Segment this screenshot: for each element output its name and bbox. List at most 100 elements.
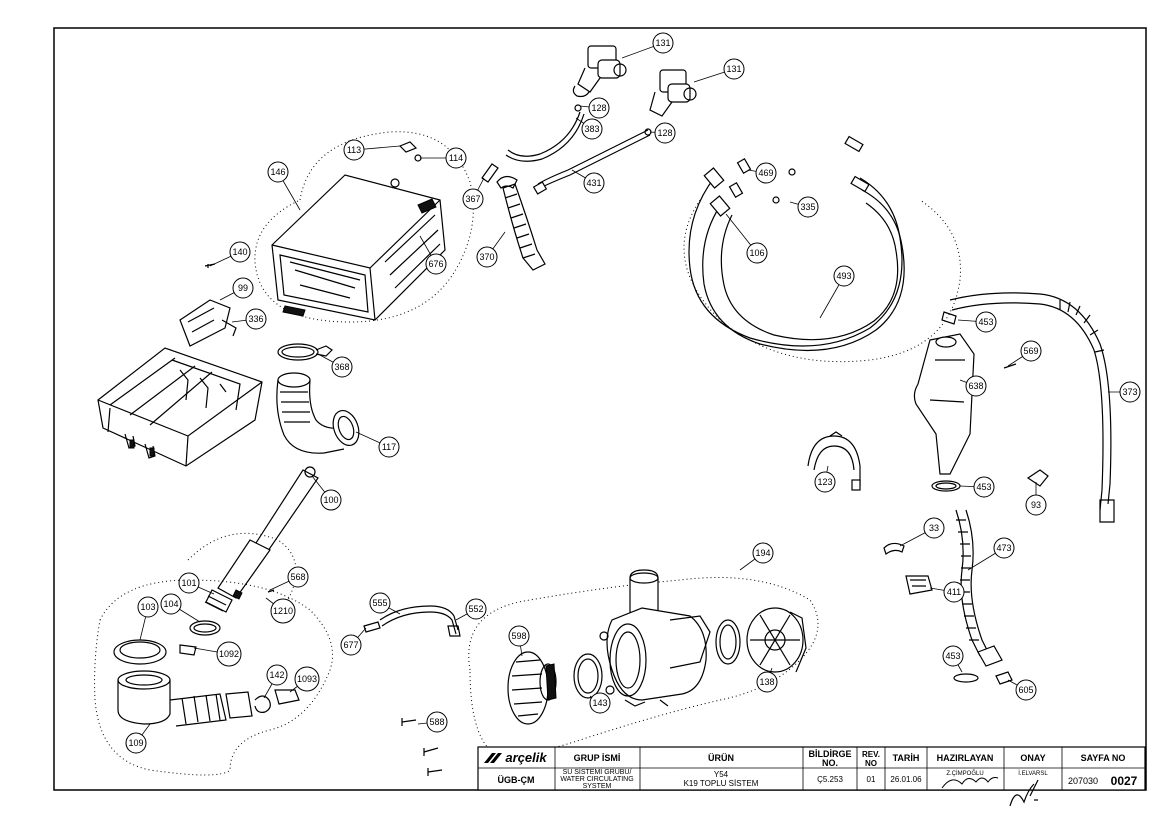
callout-circle [814, 471, 836, 493]
callout-411: 411 [943, 581, 965, 603]
callout-605: 605 [1015, 679, 1037, 701]
pump-194 [599, 569, 711, 707]
callout-label: 138 [759, 677, 774, 687]
callout-383: 383 [581, 118, 603, 140]
callout-label: 605 [1018, 685, 1033, 695]
sump-109 [117, 670, 253, 727]
callout-label: 131 [726, 64, 741, 74]
date-header: TARİH [893, 753, 920, 763]
callout-circle [266, 664, 288, 686]
callout-circle [581, 118, 603, 140]
callout-circle [583, 172, 605, 194]
callout-circle [508, 625, 530, 647]
impeller-138 [746, 607, 807, 673]
callout-circle [833, 265, 855, 287]
callout-circle [797, 196, 819, 218]
callout-label: 431 [586, 178, 601, 188]
callout-circle [270, 598, 296, 624]
product-value-line2: K19 TOPLU SİSTEM [684, 779, 759, 788]
callout-circle [1020, 340, 1042, 362]
callout-circle [426, 711, 448, 733]
callout-label: 93 [1031, 500, 1041, 510]
callout-label: 109 [128, 738, 143, 748]
callout-335: 335 [797, 196, 819, 218]
callout-label: 373 [1122, 387, 1137, 397]
callout-label: 114 [449, 153, 463, 163]
callout-circle [232, 277, 254, 299]
callout-circle [752, 542, 774, 564]
callout-104: 104 [160, 593, 182, 615]
water-valve-left [572, 45, 627, 98]
drain-hose-373 [949, 292, 1115, 523]
callout-114: 114 [445, 147, 467, 169]
callout-circle [331, 356, 353, 378]
date-value: 26.01.06 [890, 775, 922, 784]
callout-117: 117 [378, 436, 400, 458]
callout-143: 143 [589, 692, 611, 714]
callout-140: 140 [229, 241, 251, 263]
prepared-signature [941, 777, 999, 789]
callout-123: 123 [814, 471, 836, 493]
notice-header-line2: NO. [822, 758, 838, 768]
callout-598: 598 [508, 625, 530, 647]
callout-368: 368 [331, 356, 353, 378]
callout-label: 99 [238, 283, 248, 293]
callout-circle [723, 58, 745, 80]
page-number-prefix: 207030 [1068, 776, 1098, 786]
callout-label: 368 [334, 362, 349, 372]
callout-370: 370 [476, 246, 498, 268]
callout-label: 453 [978, 317, 993, 327]
callout-142: 142 [266, 664, 288, 686]
callout-label: 469 [758, 168, 773, 178]
callout-103: 103 [137, 596, 159, 618]
group-value-line2: WATER CIRCULATING [560, 776, 633, 783]
callout-label: 588 [429, 717, 444, 727]
callout-label: 146 [270, 167, 285, 177]
callout-label: 568 [290, 572, 305, 582]
group-header: GRUP İSMİ [574, 753, 621, 763]
brand-logo: arçelik [484, 750, 547, 765]
callout-638: 638 [965, 375, 987, 397]
callout-circle [942, 645, 964, 667]
prepared-header: HAZIRLAYAN [937, 753, 994, 763]
callout-circle [287, 566, 309, 588]
callout-113: 113 [343, 139, 365, 161]
callout-555: 555 [369, 592, 391, 614]
bellows-hose-370 [496, 175, 546, 271]
callout-label: 128 [591, 103, 606, 113]
prepared-value: Z.ÇİMPOĞLU [946, 770, 983, 777]
callout-131: 131 [723, 58, 745, 80]
rev-header-line1: REV. [862, 750, 880, 759]
callout-label: 383 [584, 124, 599, 134]
callout-circle [340, 634, 362, 656]
callout-label: 123 [817, 477, 832, 487]
callout-label: 493 [836, 271, 851, 281]
approved-signature [1009, 779, 1039, 807]
callout-circle [755, 162, 777, 184]
callout-label: 598 [511, 631, 526, 641]
callout-109: 109 [125, 732, 147, 754]
callout-367: 367 [462, 188, 484, 210]
callout-circle [1025, 494, 1047, 516]
callout-label: 453 [945, 651, 960, 661]
callout-473: 473 [993, 537, 1015, 559]
product-header: ÜRÜN [708, 753, 734, 763]
parts-illustration [94, 45, 1115, 776]
callout-label: 638 [968, 381, 983, 391]
callout-33: 33 [923, 517, 945, 539]
department-label: ÜGB-ÇM [498, 775, 535, 785]
container-638 [913, 333, 975, 475]
callout-circle [445, 147, 467, 169]
callout-circle [160, 593, 182, 615]
callout-label: 473 [996, 543, 1011, 553]
callout-431: 431 [583, 172, 605, 194]
callout-146: 146 [267, 161, 289, 183]
callout-label: 676 [428, 259, 443, 269]
rev-value: 01 [867, 775, 876, 784]
callout-label: 1093 [297, 674, 317, 684]
callout-label: 101 [181, 578, 196, 588]
callout-93: 93 [1025, 494, 1047, 516]
callout-circle [746, 242, 768, 264]
callout-label: 453 [976, 482, 991, 492]
